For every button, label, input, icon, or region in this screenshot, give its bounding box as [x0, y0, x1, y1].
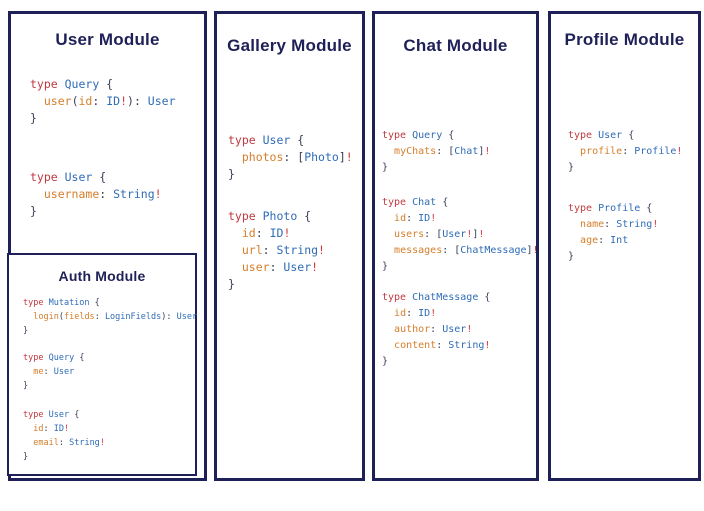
auth-module-title: Auth Module: [58, 268, 146, 284]
profile-module-code: type User { profile: Profile!} type Profi…: [551, 128, 698, 265]
code-block: type Query { myChats: [Chat]!}: [382, 130, 491, 173]
panel-user-module: User Module type Query { user(id: ID!): …: [7, 11, 207, 481]
code-block: type User { photos: [Photo]!}: [228, 133, 353, 181]
code-block: type User { username: String!}: [30, 170, 162, 218]
gallery-module-code: type User { photos: [Photo]!} type Photo …: [217, 132, 362, 293]
code-block: type User { id: ID! email: String!}: [23, 410, 105, 462]
user-module-title: User Module: [55, 30, 160, 49]
code-block: type Query { user(id: ID!): User}: [30, 77, 176, 125]
code-block: type Chat { id: ID! users: [User!]! mess…: [382, 197, 539, 272]
gallery-module-title: Gallery Module: [227, 36, 352, 55]
chat-module-code: type Query { myChats: [Chat]!} type Chat …: [375, 128, 539, 370]
chat-module-title: Chat Module: [403, 36, 508, 55]
profile-module-title: Profile Module: [564, 30, 685, 49]
code-block: type Query { me: User}: [23, 353, 85, 391]
code-block: type Mutation { login(fields: LoginField…: [23, 298, 198, 336]
code-block: type ChatMessage { id: ID! author: User!…: [382, 292, 491, 367]
panel-chat-module: Chat Module type Query { myChats: [Chat]…: [372, 11, 539, 481]
panel-profile-module: Profile Module type User { profile: Prof…: [548, 11, 701, 481]
user-module-code: type Query { user(id: ID!): User} type Us…: [11, 76, 204, 220]
auth-module-box: Auth Module type Mutation { login(fields…: [7, 253, 197, 476]
auth-module-code: type Mutation { login(fields: LoginField…: [9, 296, 198, 464]
code-block: type User { profile: Profile!}: [568, 130, 683, 173]
panel-gallery-module: Gallery Module type User { photos: [Phot…: [214, 11, 365, 481]
code-block: type Profile { name: String! age: Int}: [568, 203, 659, 262]
code-block: type Photo { id: ID! url: String! user: …: [228, 209, 325, 291]
